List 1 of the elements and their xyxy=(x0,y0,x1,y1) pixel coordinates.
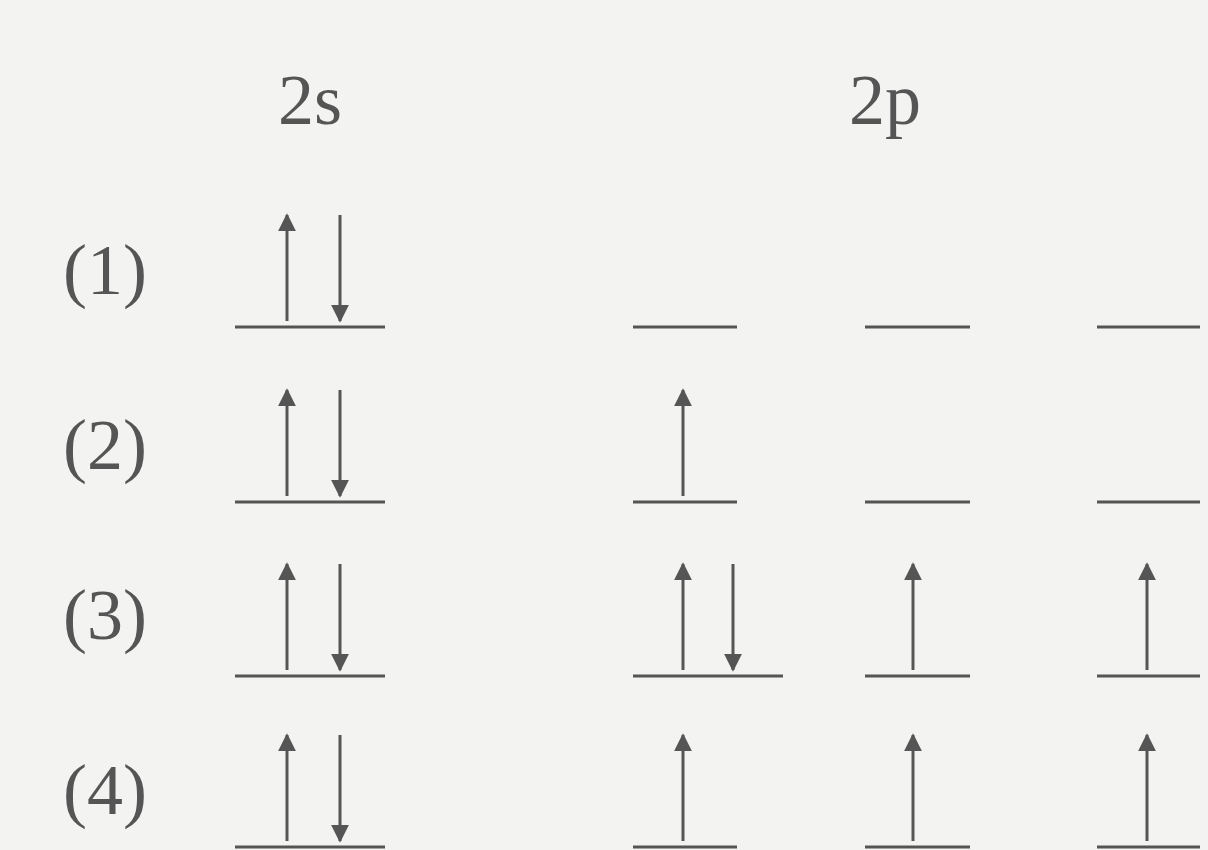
subshell-label: 2s xyxy=(278,64,342,136)
